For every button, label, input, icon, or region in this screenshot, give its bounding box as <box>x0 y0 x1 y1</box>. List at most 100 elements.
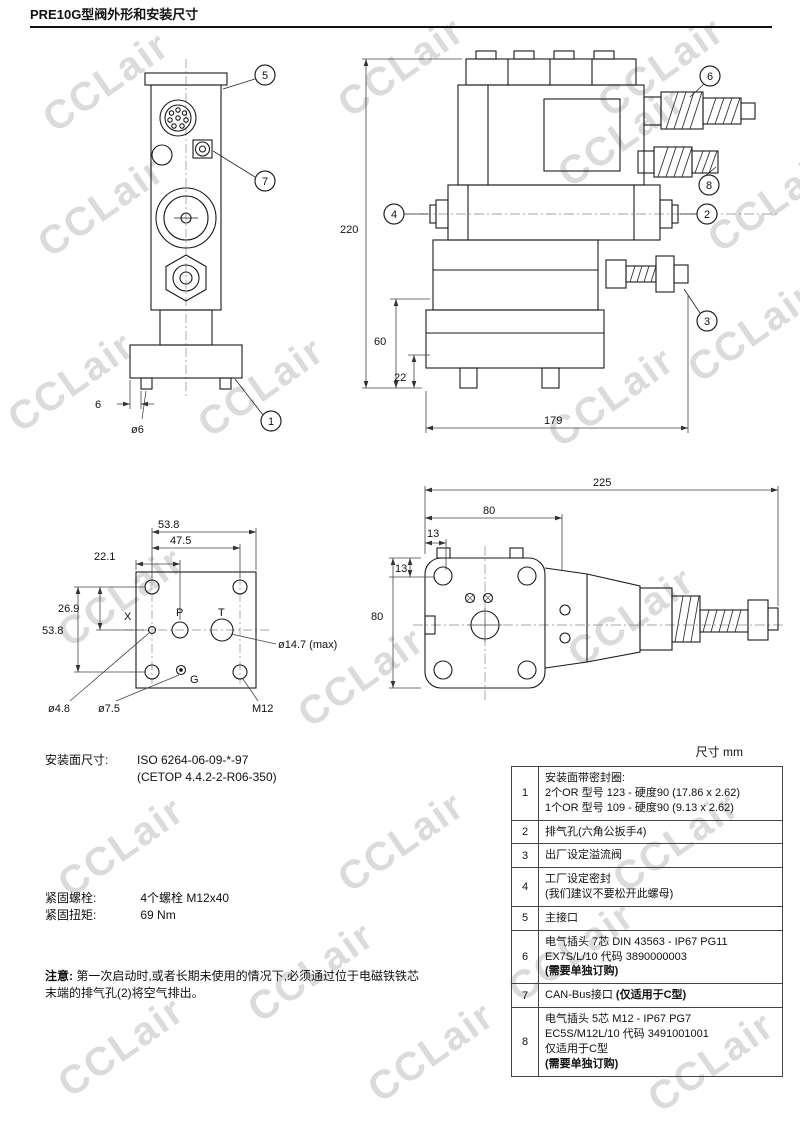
side-view-dimensions <box>362 58 689 433</box>
legend-text-line: EX7S/L/10 代码 3890000003 <box>545 950 687 963</box>
legend-row-number: 5 <box>512 906 539 930</box>
callout-3: 3 <box>683 288 718 332</box>
front-view-dimensions <box>117 380 154 420</box>
dim-label-22-1: 22.1 <box>94 551 115 563</box>
dim-label-22: 22 <box>394 372 406 384</box>
legend-row-number: 7 <box>512 984 539 1008</box>
mounting-spec: 安装面尺寸: ISO 6264-06-09-*-97 (CETOP 4.4.2-… <box>45 752 277 786</box>
legend-text-line: EC5S/M12L/10 代码 3491001001 <box>545 1027 709 1040</box>
legend-text-line: 仅适用于C型 <box>545 1042 608 1055</box>
dim-label-53-8-top: 53.8 <box>158 519 179 531</box>
hole-cross-marks <box>465 593 502 642</box>
dim-label-d4-8: ø4.8 <box>48 703 70 715</box>
legend-row-number: 6 <box>512 930 539 984</box>
callout-6-label: 6 <box>707 71 713 83</box>
legend-row-8: 8 电气插头 5芯 M12 - IP67 PG7 EC5S/M12L/10 代码… <box>512 1008 782 1076</box>
port-label-p: P <box>176 607 183 619</box>
front-view-drawing: 6 ø6 5 7 1 <box>95 59 282 436</box>
legend-row-number: 2 <box>512 820 539 844</box>
dim-label-80-top: 80 <box>483 505 495 517</box>
legend-text-line: (需要单独订购) <box>545 965 619 978</box>
mounting-face-drawing: 53.8 47.5 22.1 26.9 53.8 ø14.7 (max) ø4.… <box>42 519 337 715</box>
callout-1-label: 1 <box>268 416 274 428</box>
legend-row-1: 1 安装面带密封圈: 2个OR 型号 123 - 硬度90 (17.86 x 2… <box>512 767 782 821</box>
watermark: CCLair <box>330 783 473 902</box>
top-view-dimensions <box>389 486 779 689</box>
legend-text-line: (我们建议不要松开此螺母) <box>545 888 674 901</box>
dim-label-60: 60 <box>374 336 386 348</box>
legend-row-6: 6 电气插头 7芯 DIN 43563 - IP67 PG11 EX7S/L/1… <box>512 930 782 985</box>
watermark: CCLair <box>360 993 503 1112</box>
callout-6: 6 <box>689 65 721 98</box>
legend-row-number: 1 <box>512 767 539 820</box>
callout-2: 2 <box>680 203 718 225</box>
mounting-spec-cetop: (CETOP 4.4.2-2-R06-350) <box>137 769 277 784</box>
watermark: CCLair <box>50 988 193 1107</box>
legend-row-number: 4 <box>512 868 539 906</box>
bolt-spec-label: 紧固螺栓: <box>45 891 97 905</box>
top-view-drawing: 225 80 13 13 80 <box>371 477 785 700</box>
dim-label-225: 225 <box>593 477 611 489</box>
legend-table: 1 安装面带密封圈: 2个OR 型号 123 - 硬度90 (17.86 x 2… <box>511 766 783 1077</box>
legend-text-line: 2个OR 型号 123 - 硬度90 (17.86 x 2.62) <box>545 786 741 799</box>
callout-5: 5 <box>222 64 276 90</box>
legend-row-number: 3 <box>512 844 539 868</box>
callout-1: 1 <box>234 378 282 432</box>
callout-5-label: 5 <box>262 70 268 82</box>
dim-label-47-5: 47.5 <box>170 535 191 547</box>
port-label-x: X <box>124 611 132 623</box>
connector-hatching <box>629 91 741 283</box>
top-view-body <box>424 547 779 689</box>
legend-text-line: (需要单独订购) <box>545 1057 619 1070</box>
port-label-t: T <box>218 607 225 619</box>
legend-text-line: 电气插头 5芯 M12 - IP67 PG7 <box>545 1013 692 1026</box>
legend-row-2: 2 排气孔(六角公扳手4) <box>512 820 782 845</box>
legend-text-line: 1个OR 型号 109 - 硬度90 (9.13 x 2.62) <box>545 801 734 814</box>
legend-text-line: 主接口 <box>545 911 578 924</box>
legend-text-line: (仅适用于C型) <box>615 989 687 1002</box>
legend-row-7: 7 CAN-Bus接口 (仅适用于C型) <box>512 984 782 1009</box>
dim-label-m12: M12 <box>252 703 273 715</box>
dim-label-53-8-left: 53.8 <box>42 625 63 637</box>
side-view-body <box>425 50 756 389</box>
callout-2-label: 2 <box>704 209 710 221</box>
dim-label-26-9: 26.9 <box>58 603 79 615</box>
dim-label-80-left: 80 <box>371 611 383 623</box>
bolt-spec: 紧固螺栓: 4个螺栓 M12x40 紧固扭矩: 69 Nm <box>45 890 229 924</box>
unit-label: 尺寸 mm <box>695 745 743 759</box>
callout-8: 8 <box>698 166 720 196</box>
front-view-body <box>129 72 243 390</box>
dim-label-d7-5: ø7.5 <box>98 703 120 715</box>
legend-text-line: 安装面带密封圈: <box>545 772 626 784</box>
torque-spec-value: 69 Nm <box>140 907 176 922</box>
top-view-hatching <box>674 595 742 643</box>
legend: 尺寸 mm 1 安装面带密封圈: 2个OR 型号 123 - 硬度90 (17.… <box>511 743 783 1077</box>
side-view-drawing: 220 60 22 179 6 8 4 2 3 <box>340 50 778 433</box>
dim-label-220: 220 <box>340 224 358 236</box>
callout-7-label: 7 <box>262 176 268 188</box>
legend-text-line: CAN-Bus接口 <box>545 989 613 1002</box>
callout-4: 4 <box>383 203 428 225</box>
mounting-spec-label: 安装面尺寸: <box>45 753 109 767</box>
dim-label-13-top: 13 <box>427 528 439 540</box>
callout-3-label: 3 <box>704 316 710 328</box>
legend-text-line: 出厂设定溢流阀 <box>545 849 622 862</box>
notice: 注意: 第一次启动时,或者长期未使用的情况下,必须通过位于电磁铁铁芯末端的排气孔… <box>45 968 430 1002</box>
legend-row-4: 4 工厂设定密封 (我们建议不要松开此螺母) <box>512 868 782 907</box>
port-label-g: G <box>190 674 199 686</box>
callout-8-label: 8 <box>706 180 712 192</box>
dim-label-179: 179 <box>544 415 562 427</box>
mounting-spec-iso: ISO 6264-06-09-*-97 <box>137 753 249 767</box>
legend-row-3: 3 出厂设定溢流阀 <box>512 844 782 869</box>
legend-row-number: 8 <box>512 1008 539 1076</box>
dim-label-d14-7: ø14.7 (max) <box>278 639 337 651</box>
bolt-spec-value: 4个螺栓 M12x40 <box>140 891 230 905</box>
callout-4-label: 4 <box>391 209 397 221</box>
page-title: PRE10G型阀外形和安装尺寸 <box>30 7 199 22</box>
title-bar: PRE10G型阀外形和安装尺寸 <box>30 4 772 28</box>
torque-spec-label: 紧固扭矩: <box>45 907 97 922</box>
notice-text: 第一次启动时,或者长期未使用的情况下,必须通过位于电磁铁铁芯末端的排气孔(2)将… <box>45 969 420 1000</box>
notice-label: 注意: <box>45 969 73 983</box>
legend-text-line: 排气孔(六角公扳手4) <box>545 825 647 838</box>
